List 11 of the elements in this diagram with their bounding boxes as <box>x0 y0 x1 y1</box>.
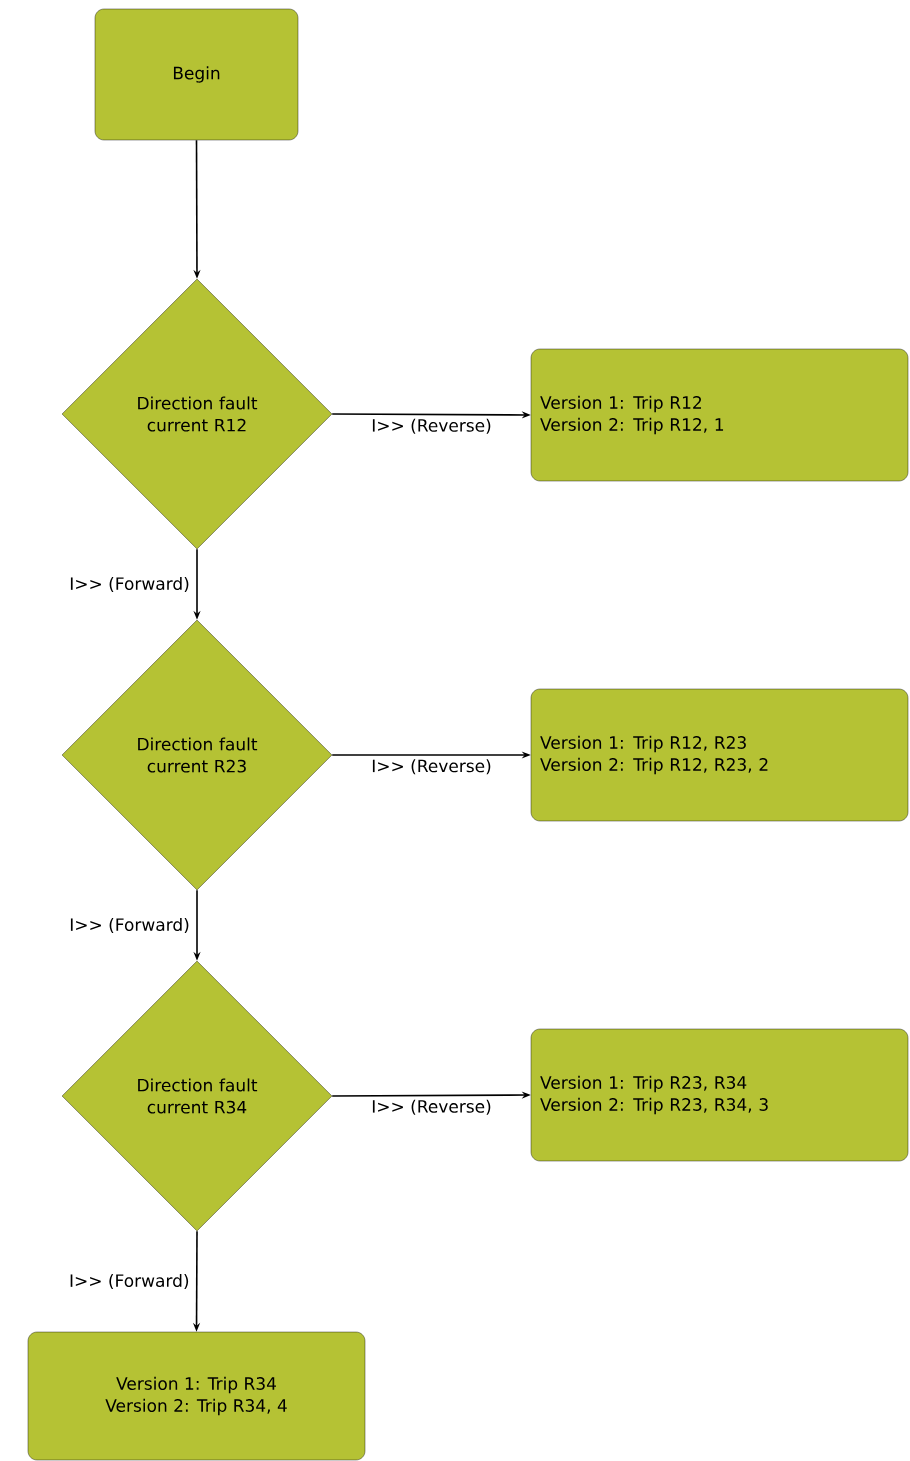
result-box: Version 1: Trip R12 Version 2: Trip R12, 1 <box>530 348 909 482</box>
edge-label: I>> (Forward) <box>70 1273 189 1290</box>
result-box: Version 1: Trip R34 Version 2: Trip R34, 4 <box>27 1331 366 1461</box>
process-box: Begin <box>94 8 299 141</box>
edge-label: I>> (Reverse) <box>372 759 491 775</box>
edge-label: I>> (Forward) <box>70 576 189 593</box>
edge-label: I>> (Forward) <box>70 917 189 934</box>
result-box: Version 1: Trip R23, R34 Version 2: Trip R23, R34, 3 <box>530 1028 909 1162</box>
edge-label: I>> (Reverse) <box>372 1099 491 1115</box>
edge-label: I>> (Reverse) <box>372 418 491 434</box>
result-box: Version 1: Trip R12, R23 Version 2: Trip R12, R23, 2 <box>530 688 909 822</box>
